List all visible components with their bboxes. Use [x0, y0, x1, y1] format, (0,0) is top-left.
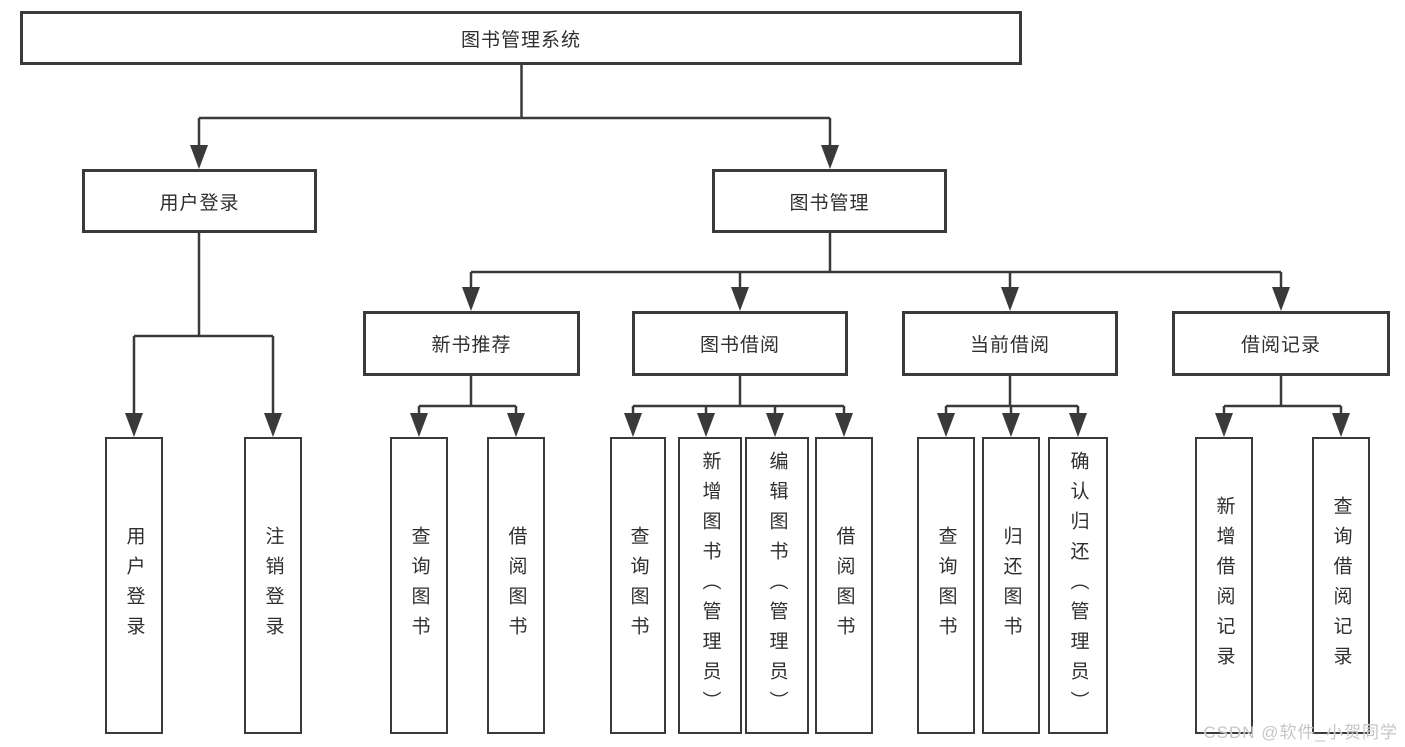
leaf-return-books-label: 归还图书: [1000, 525, 1022, 646]
leaf-confirm-return-admin-label: 确认归还（管理员）: [1067, 450, 1089, 721]
leaf-user-login-label: 用户登录: [123, 525, 145, 646]
node-user-login: 用户登录: [82, 169, 317, 233]
node-current-borrow: 当前借阅: [902, 311, 1118, 376]
leaf-query-books-current: 查询图书: [917, 437, 975, 734]
leaf-add-books-admin-label: 新增图书（管理员）: [699, 450, 721, 721]
leaf-logout-label: 注销登录: [262, 525, 284, 646]
node-book-borrow-label: 图书借阅: [699, 335, 780, 356]
leaf-query-books-borrow-label: 查询图书: [627, 525, 649, 646]
leaf-borrow-books-label: 借阅图书: [833, 525, 855, 646]
node-current-borrow-label: 当前借阅: [969, 335, 1050, 356]
node-book-borrow: 图书借阅: [632, 311, 848, 376]
leaf-return-books: 归还图书: [982, 437, 1040, 734]
node-new-book-recommend: 新书推荐: [363, 311, 580, 376]
leaf-query-books-recommend: 查询图书: [390, 437, 448, 734]
leaf-add-books-admin: 新增图书（管理员）: [678, 437, 742, 734]
node-user-login-label: 用户登录: [159, 192, 240, 214]
node-new-book-recommend-label: 新书推荐: [431, 335, 512, 356]
node-borrow-records: 借阅记录: [1172, 311, 1390, 376]
leaf-borrow-books: 借阅图书: [815, 437, 873, 734]
leaf-borrow-books-recommend: 借阅图书: [487, 437, 545, 734]
leaf-edit-books-admin: 编辑图书（管理员）: [745, 437, 809, 734]
node-borrow-records-label: 借阅记录: [1240, 335, 1321, 356]
node-book-management-label: 图书管理: [789, 192, 870, 214]
leaf-logout: 注销登录: [244, 437, 302, 734]
leaf-add-borrow-record-label: 新增借阅记录: [1213, 495, 1235, 676]
leaf-query-borrow-record: 查询借阅记录: [1312, 437, 1370, 734]
node-root-label: 图书管理系统: [460, 29, 581, 51]
leaf-edit-books-admin-label: 编辑图书（管理员）: [766, 450, 788, 721]
leaf-query-books-borrow: 查询图书: [610, 437, 666, 734]
leaf-query-books-recommend-label: 查询图书: [408, 525, 430, 646]
node-book-management: 图书管理: [712, 169, 947, 233]
leaf-query-books-current-label: 查询图书: [935, 525, 957, 646]
leaf-add-borrow-record: 新增借阅记录: [1195, 437, 1253, 734]
leaf-user-login: 用户登录: [105, 437, 163, 734]
node-root: 图书管理系统: [20, 11, 1022, 65]
leaf-borrow-books-recommend-label: 借阅图书: [505, 525, 527, 646]
watermark: CSDN @软件_小贺同学: [1203, 723, 1398, 742]
leaf-confirm-return-admin: 确认归还（管理员）: [1048, 437, 1108, 734]
leaf-query-borrow-record-label: 查询借阅记录: [1330, 495, 1352, 676]
